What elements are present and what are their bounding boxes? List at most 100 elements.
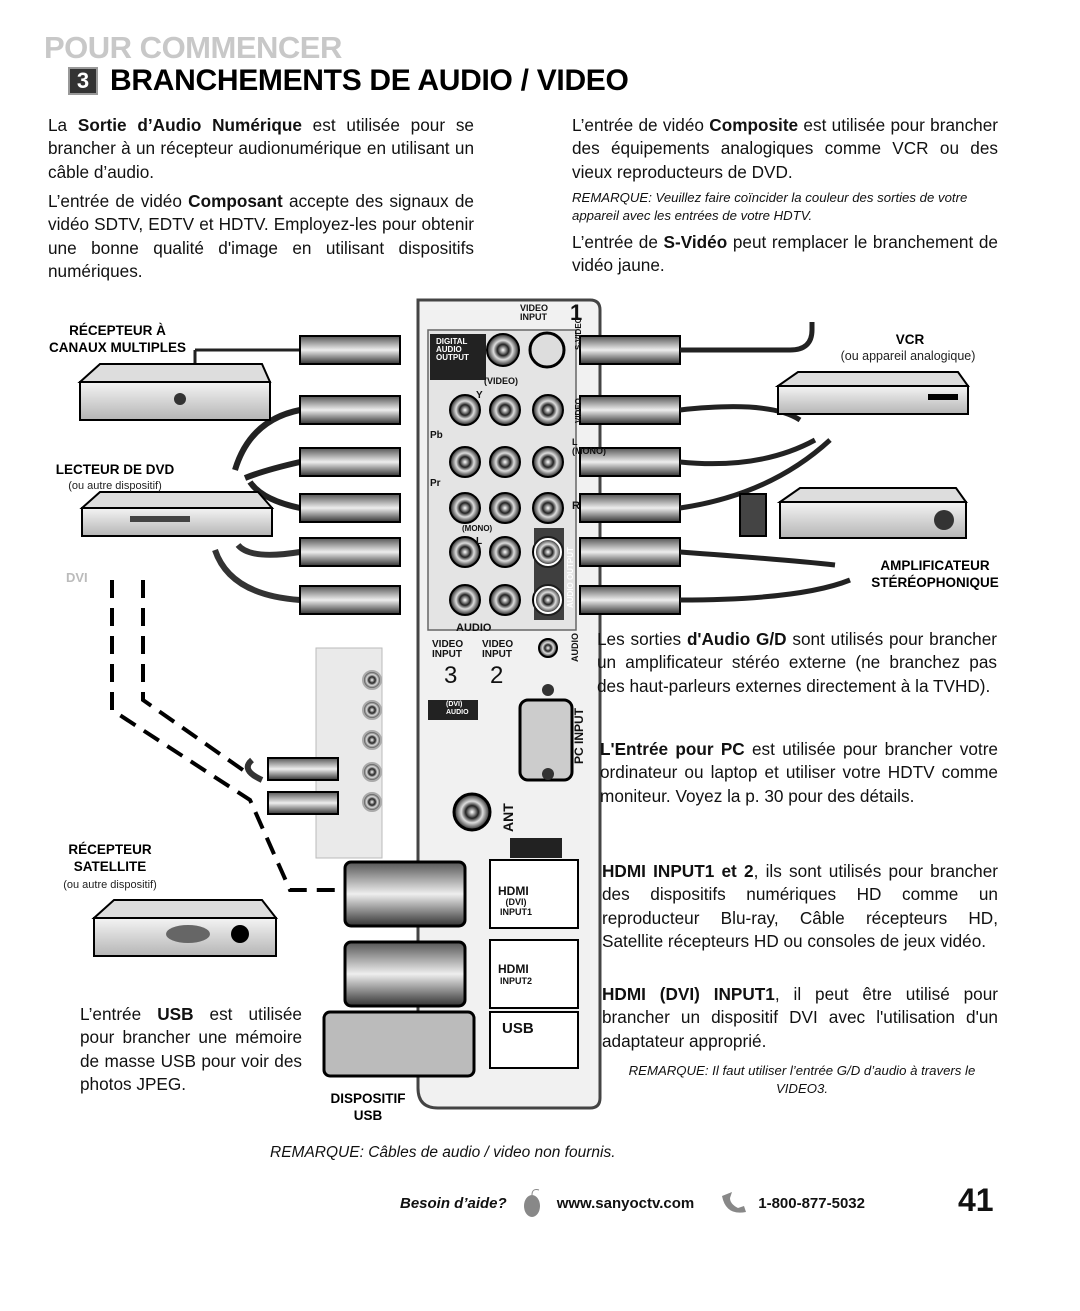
- panel-video-input-2: VIDEO INPUT: [482, 639, 514, 660]
- svideo-paragraph: L’entrée de S-Vidéo peut remplacer le br…: [572, 232, 998, 276]
- side-jacks: [362, 670, 382, 812]
- step-number-badge: 3: [68, 67, 98, 95]
- label-vcr-sub: (ou appareil analogique): [840, 349, 976, 363]
- label-multichannel-receiver: RÉCEPTEUR À CANAUX MULTIPLES: [49, 323, 186, 355]
- panel-audio-output: AUDIO OUTPUT: [566, 547, 575, 608]
- page-number: 41: [958, 1182, 994, 1218]
- panel-mono: (MONO): [462, 524, 493, 533]
- panel-digital-audio: DIGITAL AUDIO OUTPUT: [436, 337, 469, 362]
- panel-l-mono: L (MONO): [572, 437, 606, 456]
- pb-jack-2: [489, 446, 521, 478]
- label-dvd-player: LECTEUR DE DVD: [55, 462, 175, 477]
- panel-num-2: 2: [490, 662, 504, 689]
- panel-video-input-1: VIDEO INPUT: [520, 303, 549, 322]
- dashed-cables: [110, 580, 345, 892]
- panel-video-tag: (VIDEO): [484, 376, 519, 386]
- audio-l-jack-1: [532, 446, 564, 478]
- panel-video-input-3: VIDEO INPUT: [432, 639, 464, 660]
- right-cables: [679, 322, 851, 603]
- panel-usb: USB: [502, 1020, 534, 1037]
- digital-audio-paragraph: La Sortie d’Audio Numérique est utilisée…: [48, 115, 474, 182]
- device-dvd-player: [79, 491, 275, 537]
- mouse-icon: [523, 1189, 540, 1217]
- step-title: 3 BRANCHEMENTS DE AUDIO / VIDEO: [68, 64, 629, 98]
- panel-hdmi2: HDMI: [498, 962, 529, 976]
- dvi-audio-badge-2: [510, 838, 562, 858]
- panel-pr: Pr: [430, 478, 441, 489]
- panel-audio-vertical: AUDIO: [570, 633, 580, 662]
- digital-audio-badge: [430, 334, 486, 380]
- panel-svideo: S-VIDEO: [574, 317, 583, 350]
- usb-stick: [322, 1010, 476, 1078]
- label-dvi: DVI: [66, 570, 88, 585]
- usb-paragraph: L’entrée USB est utilisée pour brancher …: [80, 1004, 302, 1095]
- left-plugs: [267, 335, 476, 1078]
- hdmi2-plug: [343, 940, 467, 1008]
- video-jack-1: [532, 394, 564, 426]
- audio-r-jack-1: [532, 492, 564, 524]
- color-match-note: REMARQUE: Veuillez faire coïncider la co…: [572, 190, 968, 223]
- label-usb-device: DISPOSITIF USB: [330, 1091, 406, 1123]
- panel-dvi-audio: (DVI) AUDIO: [446, 701, 469, 716]
- help-text: Besoin d’aide?: [400, 1194, 507, 1212]
- y-jack-2: [489, 394, 521, 426]
- panel-pb: Pb: [430, 430, 443, 441]
- panel-pc-input: PC INPUT: [572, 707, 586, 764]
- pc-input-port: [518, 698, 574, 782]
- label-satellite-receiver: RÉCEPTEUR SATELLITE: [68, 842, 152, 874]
- panel-l: L: [476, 536, 483, 547]
- hdmi2-port-box: [489, 939, 579, 1009]
- label-stereo-amp: AMPLIFICATEUR STÉRÉOPHONIQUE: [871, 558, 999, 590]
- panel-num-3: 3: [444, 662, 458, 689]
- device-multichannel-receiver: [77, 363, 272, 421]
- hdmi-paragraph: HDMI INPUT1 et 2, ils sont utilisés pour…: [602, 861, 998, 952]
- cables-not-included-note: REMARQUE: Câbles de audio / video non fo…: [270, 1144, 616, 1161]
- pc-input-paragraph: L'Entrée pour PC est utilisée pour branc…: [600, 739, 998, 806]
- composite-paragraph: L’entrée de vidéo Composite est utilisée…: [572, 115, 998, 182]
- digital-audio-jack: [486, 333, 520, 367]
- label-satellite-sub: (ou autre dispositif): [63, 879, 157, 891]
- component-paragraph: L’entrée de vidéo Composant accepte des …: [48, 191, 474, 282]
- antenna-jack: [452, 792, 492, 832]
- panel-hdmi2-sub: INPUT2: [500, 976, 533, 986]
- device-vcr: [774, 371, 970, 415]
- panel-video: VIDEO: [574, 398, 583, 423]
- label-vcr: VCR: [895, 332, 925, 347]
- audio-l-jack-2: [489, 536, 521, 568]
- panel-hdmi1-sub: (DVI) INPUT1: [500, 897, 533, 917]
- footer: Besoin d’aide? www.sanyoctv.com 1-800-87…: [400, 1188, 865, 1218]
- hdmi-dvi-paragraph: HDMI (DVI) INPUT1, il peut être utilisé …: [602, 984, 999, 1051]
- pc-audio-jack: [538, 638, 558, 658]
- panel-num-1: 1: [570, 300, 583, 325]
- phone-number: 1-800-877-5032: [758, 1194, 865, 1212]
- panel-r: R: [572, 500, 580, 512]
- audio-l-jack-3: [449, 536, 481, 568]
- dvi-audio-note: REMARQUE: Il faut utiliser l’entrée G/D …: [628, 1063, 976, 1096]
- page-title: BRANCHEMENTS DE AUDIO / VIDEO: [110, 64, 629, 97]
- panel-audio: AUDIO: [456, 622, 492, 634]
- right-plugs: [579, 335, 681, 615]
- panel-jacks: [428, 331, 579, 1069]
- panel-ant: ANT: [500, 803, 516, 832]
- y-jack-3: [449, 394, 481, 426]
- panel-hdmi1: HDMI: [498, 884, 529, 898]
- dvi-audio-badge-1: [428, 700, 478, 720]
- device-satellite-receiver: [91, 899, 279, 957]
- audio-r-jack-2: [489, 584, 521, 616]
- pb-jack-3: [449, 446, 481, 478]
- hdmi1-port-box: [489, 859, 579, 929]
- audio-r-jack-3: [449, 584, 481, 616]
- section-header: POUR COMMENCER: [44, 30, 342, 65]
- pr-jack-2: [489, 492, 521, 524]
- svideo-jack: [528, 331, 566, 369]
- device-stereo-amp: [739, 487, 968, 539]
- hdmi1-plug: [343, 860, 467, 928]
- pr-jack-3: [449, 492, 481, 524]
- panel-y: Y: [476, 390, 483, 401]
- connection-diagram: [77, 298, 970, 1110]
- usb-port-box: [489, 1011, 579, 1069]
- website-link[interactable]: www.sanyoctv.com: [556, 1194, 695, 1212]
- label-dvd-sub: (ou autre dispositif): [68, 480, 162, 492]
- audio-output-paragraph: Les sorties d'Audio G/D sont utilisés po…: [597, 629, 998, 696]
- phone-icon: [722, 1192, 747, 1213]
